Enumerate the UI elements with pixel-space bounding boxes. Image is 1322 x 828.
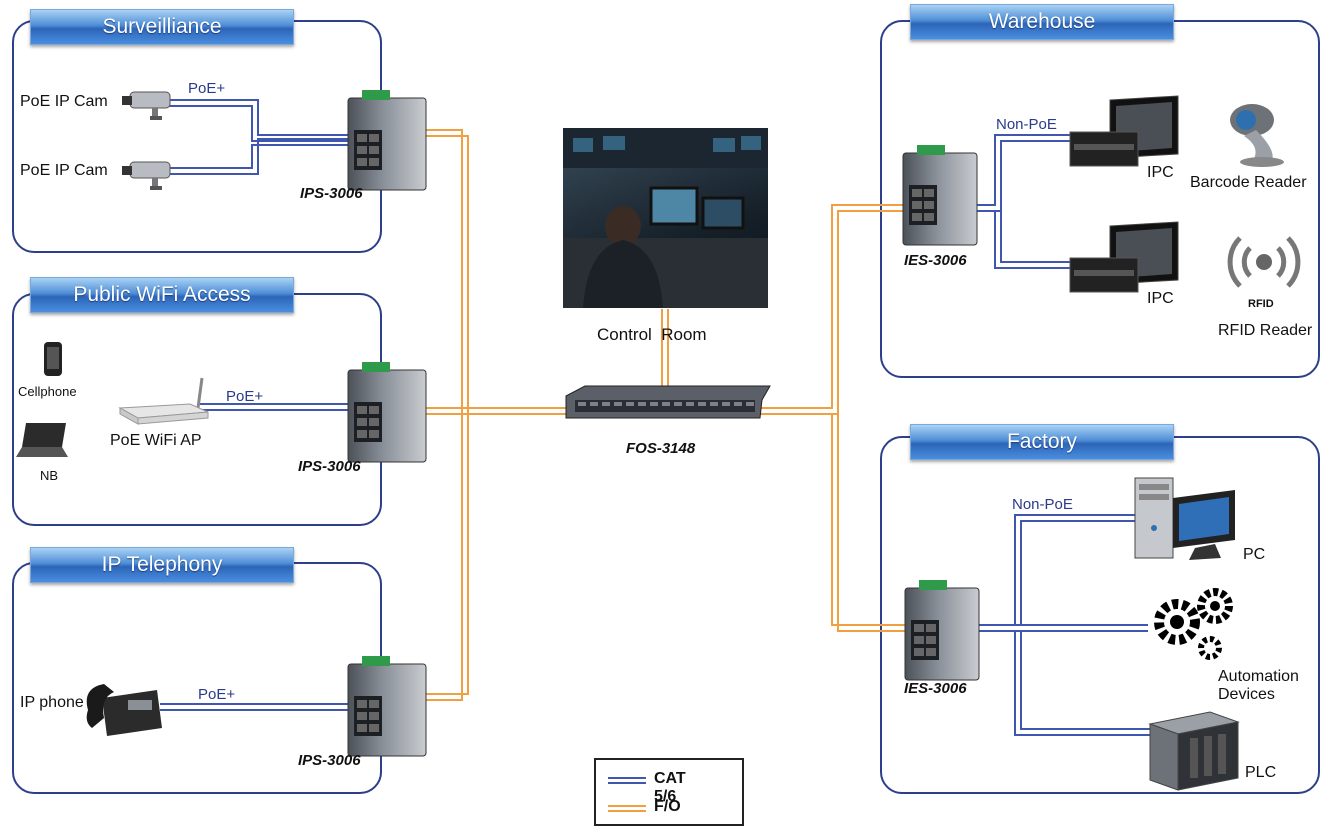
- label-cellphone: Cellphone: [18, 384, 77, 399]
- label-plc: PLC: [1245, 764, 1277, 781]
- switch-icon: [347, 656, 427, 757]
- barcode-reader-icon: [1230, 104, 1284, 167]
- ip-camera-icon: [122, 161, 171, 190]
- legend-swatch-cat: [608, 777, 646, 784]
- label-cam-1: PoE IP Cam: [20, 93, 108, 110]
- ip-phone-icon: [86, 684, 162, 736]
- label-ipc-1: IPC: [1147, 164, 1174, 181]
- switch-icon: [347, 362, 427, 463]
- switch-icon: [902, 145, 978, 246]
- zone-surveillance: [12, 20, 382, 253]
- label-control-room: Control Room: [597, 325, 707, 344]
- label-rfid-reader: RFID Reader: [1218, 322, 1313, 339]
- zone-title-telephony: IP Telephony: [30, 547, 294, 583]
- label-switch-telephony: IPS-3006: [298, 752, 361, 769]
- plc-icon: [1148, 711, 1240, 791]
- label-poe-surveillance: PoE+: [188, 80, 226, 97]
- zone-title-surveillance: Surveilliance: [30, 9, 294, 45]
- label-switch-wifi: IPS-3006: [298, 458, 361, 475]
- legend-label-fo: F/O: [654, 798, 681, 815]
- label-cam-2: PoE IP Cam: [20, 162, 108, 179]
- automation-gears-icon: [1154, 588, 1233, 660]
- label-nb: NB: [40, 468, 59, 483]
- notebook-icon: [16, 423, 68, 457]
- rfid-icon: [1227, 236, 1301, 288]
- legend: CAT 5/6 F/O: [594, 758, 744, 826]
- zone-title-warehouse: Warehouse: [910, 4, 1174, 40]
- ip-camera-icon: [122, 91, 171, 120]
- zone-title-wifi: Public WiFi Access: [30, 277, 294, 313]
- legend-swatch-fo: [608, 805, 646, 812]
- zone-title-factory: Factory: [910, 424, 1174, 460]
- label-switch-surveillance: IPS-3006: [300, 185, 363, 202]
- label-rfid-tag: RFID: [1248, 298, 1274, 310]
- label-automation-2: Devices: [1218, 686, 1275, 703]
- label-switch-factory: IES-3006: [904, 680, 967, 697]
- label-ip-phone: IP phone: [20, 694, 84, 711]
- label-poe-wifi: PoE+: [226, 388, 264, 405]
- cellphone-icon: [44, 342, 62, 376]
- label-core-switch: FOS-3148: [626, 440, 696, 457]
- label-pc: PC: [1243, 546, 1266, 563]
- legend-label-cat: CAT 5/6: [654, 770, 686, 805]
- switch-icon: [347, 90, 427, 191]
- wifi-ap-icon: [118, 377, 209, 425]
- ipc-icon: [1069, 221, 1179, 293]
- ipc-icon: [1069, 95, 1179, 167]
- switch-icon: [904, 580, 980, 681]
- label-poe-telephony: PoE+: [198, 686, 236, 703]
- label-nonpoe-warehouse: Non-PoE: [996, 116, 1057, 133]
- label-barcode-reader: Barcode Reader: [1190, 174, 1307, 191]
- core-switch-icon: [565, 385, 771, 419]
- label-ipc-2: IPC: [1147, 290, 1174, 307]
- zone-telephony: [12, 562, 382, 794]
- control-room-photo: [563, 128, 768, 308]
- label-nonpoe-factory: Non-PoE: [1012, 496, 1073, 513]
- pc-icon: [1134, 477, 1235, 560]
- label-automation-1: Automation: [1218, 668, 1299, 685]
- label-wifi-ap: PoE WiFi AP: [110, 432, 202, 449]
- label-switch-warehouse: IES-3006: [904, 252, 967, 269]
